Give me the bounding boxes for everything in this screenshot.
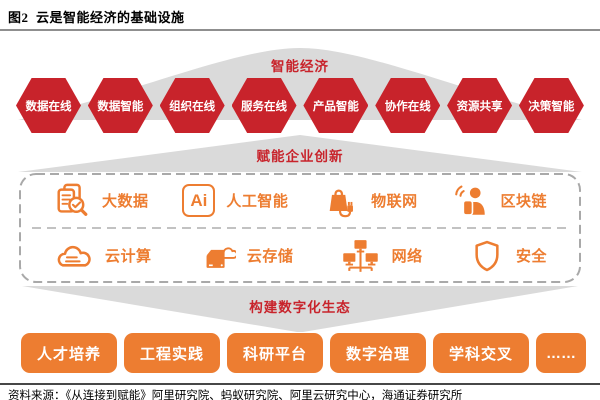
- hexagon-item: 决策智能: [518, 78, 584, 133]
- hexagon-item: 资源共享: [447, 78, 513, 133]
- capabilities-box: 大数据 Ai 人工智能 物联网: [19, 173, 581, 283]
- ecosystem-button: 人才培养: [21, 333, 117, 373]
- figure-title: 图2 云是智能经济的基础设施: [8, 10, 185, 25]
- capability-label: 云存储: [246, 248, 294, 265]
- funnel-shape-bottom: [22, 286, 578, 332]
- capability-item: 云计算: [53, 238, 152, 274]
- cloud-computing-icon: [57, 245, 91, 267]
- hexagon-item: 服务在线: [231, 78, 297, 133]
- label-intelligent-economy: 智能经济: [271, 59, 329, 74]
- capability-label: 网络: [391, 248, 423, 265]
- title-divider: [0, 29, 600, 31]
- iot-plug-icon: [329, 189, 354, 217]
- capability-item: 云存储: [198, 237, 294, 275]
- ecosystem-button-row: 人才培养 工程实践 科研平台 数字治理 学科交叉 ……: [21, 333, 586, 373]
- capability-label: 大数据: [102, 193, 149, 210]
- capability-row-2: 云计算 云存储: [19, 228, 581, 283]
- hexagon-item: 产品智能: [303, 78, 369, 133]
- ecosystem-button: 工程实践: [124, 333, 220, 373]
- ecosystem-button: 科研平台: [227, 333, 323, 373]
- capability-row-1: 大数据 Ai 人工智能 物联网: [19, 173, 581, 228]
- shield-icon: [475, 240, 499, 271]
- ecosystem-button: 学科交叉: [433, 333, 529, 373]
- capability-label: 云计算: [105, 248, 152, 265]
- network-icon: [342, 239, 378, 272]
- capability-item: 大数据: [53, 182, 149, 220]
- capability-item: 网络: [340, 237, 423, 275]
- hexagon-item: 数据智能: [87, 78, 153, 133]
- capabilities-dashed-border: [19, 173, 581, 283]
- capability-item: Ai 人工智能: [182, 184, 288, 217]
- capability-item: 安全: [469, 237, 547, 275]
- capability-item: 区块链: [451, 182, 547, 220]
- label-empower-innovation: 赋能企业创新: [256, 149, 344, 164]
- mountain-shape-top: [18, 48, 582, 120]
- footer-divider: [0, 383, 600, 385]
- source-note: 资料来源：《从连接到赋能》阿里研究院、蚂蚁研究院、阿里云研究中心，海通证券研究所: [8, 390, 463, 400]
- cloud-storage-icon: [206, 246, 236, 268]
- hexagon-row: 数据在线 数据智能 组织在线 服务在线 产品智能 协作在线 资源共享 决策智能: [16, 78, 584, 133]
- hexagon-item: 协作在线: [375, 78, 441, 133]
- ai-icon: Ai: [182, 184, 216, 217]
- capability-label: 区块链: [500, 193, 547, 210]
- capability-item: 物联网: [322, 182, 418, 220]
- capability-label: 物联网: [371, 193, 418, 210]
- capability-label: 人工智能: [226, 193, 289, 210]
- ecosystem-button: 数字治理: [330, 333, 426, 373]
- ai-icon-text: Ai: [190, 190, 208, 210]
- hexagon-item: 组织在线: [159, 78, 225, 133]
- hexagon-item: 数据在线: [16, 78, 81, 133]
- triangle-shape-middle: [18, 135, 582, 172]
- ecosystem-button-more: ……: [536, 333, 586, 373]
- blockchain-icon: [455, 185, 486, 216]
- big-data-icon: [57, 183, 88, 216]
- capability-label: 安全: [515, 248, 547, 265]
- label-digital-ecosystem: 构建数字化生态: [249, 300, 351, 315]
